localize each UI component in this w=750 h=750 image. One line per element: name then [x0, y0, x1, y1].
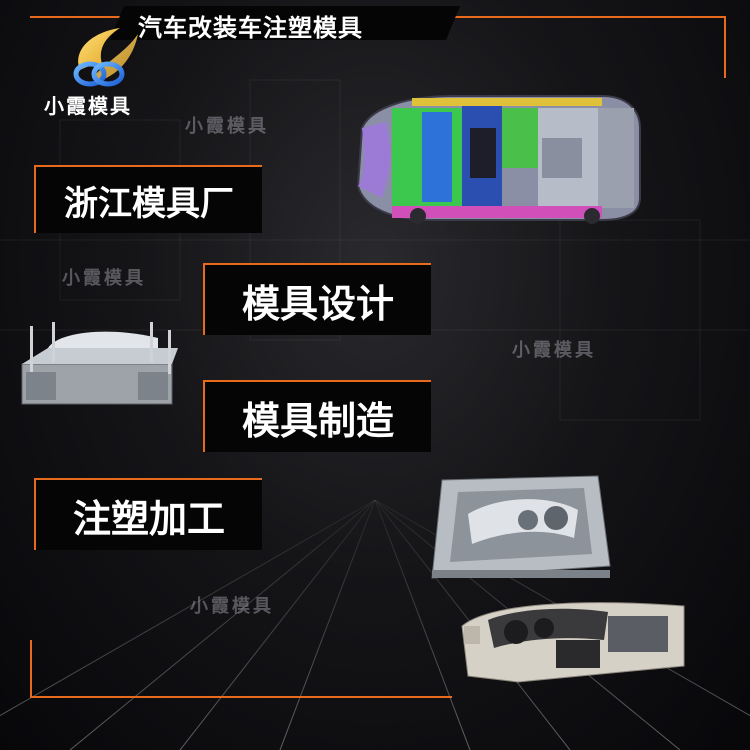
label-factory-text: 浙江模具厂 — [64, 183, 234, 224]
watermark: 小霞模具 — [185, 116, 269, 137]
brand-name: 小霞模具 — [44, 94, 132, 118]
watermark: 小霞模具 — [190, 596, 274, 617]
dashboard-mold-icon — [431, 475, 611, 579]
label-design-text: 模具设计 — [241, 281, 394, 326]
title-banner — [110, 6, 460, 40]
label-manufacture: 模具制造 — [203, 380, 431, 452]
injection-mold-icon — [21, 322, 178, 405]
label-manufacture-text: 模具制造 — [241, 398, 394, 443]
watermark: 小霞模具 — [62, 268, 146, 289]
label-design: 模具设计 — [203, 263, 431, 335]
car-frame-cad-icon — [356, 95, 641, 224]
watermark: 小霞模具 — [512, 340, 596, 361]
flame-swirl-logo-icon — [73, 28, 138, 87]
label-factory: 浙江模具厂 — [34, 165, 262, 233]
label-processing: 注塑加工 — [34, 478, 262, 550]
label-processing-text: 注塑加工 — [72, 496, 225, 541]
car-dashboard-icon — [461, 602, 685, 683]
page-title: 汽车改装车注塑模具 — [138, 14, 363, 42]
